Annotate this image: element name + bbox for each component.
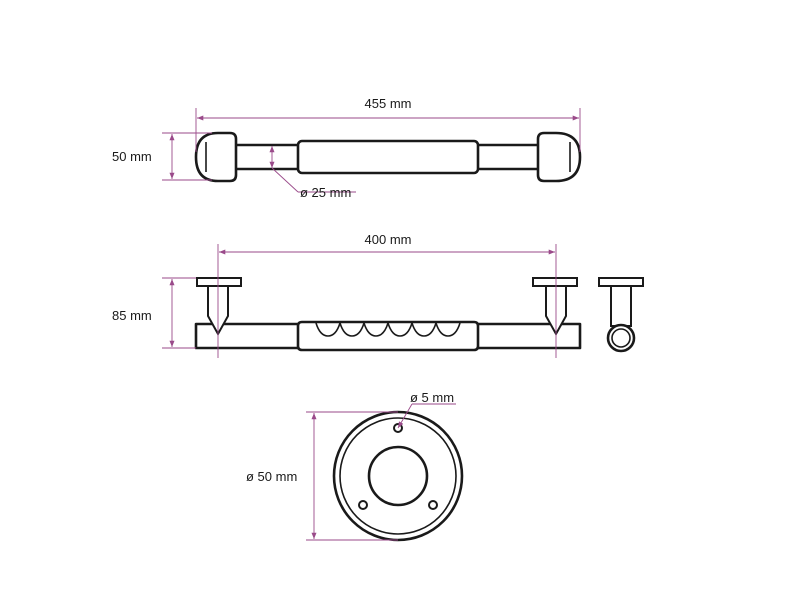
hole-diameter-leader [397,403,413,429]
front-view-right-base [532,277,578,287]
flange-view: ø 5 mm ø 50 mm [246,390,464,542]
front-view-left-base [196,277,242,287]
top-view-left-flange [194,131,238,183]
top-width-label: 455 mm [365,96,412,111]
side-view-tube-inner [611,328,631,348]
front-width-label: 400 mm [365,232,412,247]
front-height-label: 85 mm [112,308,152,323]
top-height-label: 50 mm [112,149,152,164]
top-view-grip [296,139,480,175]
flange-diameter-label: ø 50 mm [246,469,297,484]
flange-center-hole [367,445,429,507]
top-view: 455 mm 50 mm ø 25 mm [112,96,582,200]
screw-hole-left [358,500,368,510]
front-view: 400 mm 85 mm [112,232,582,358]
grip-scallops [315,322,461,337]
side-view-post [610,285,632,327]
screw-hole-right [428,500,438,510]
hole-diameter-label: ø 5 mm [410,390,454,405]
side-view-base [598,277,644,287]
top-view-right-flange [536,131,582,183]
flange-inner-ring [339,417,457,535]
side-view [598,277,644,353]
tube-diameter-label: ø 25 mm [300,185,351,200]
